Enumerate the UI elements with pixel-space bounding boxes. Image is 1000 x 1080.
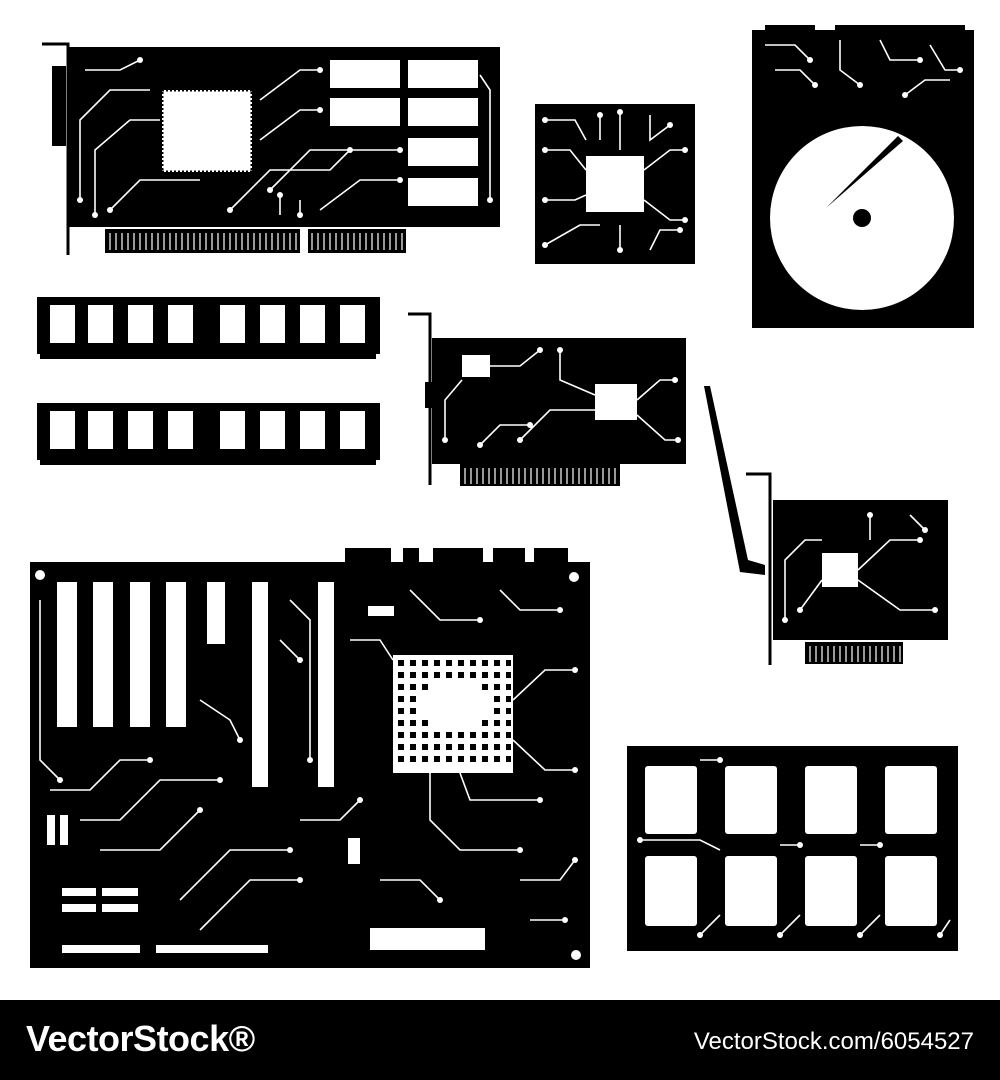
ram-module [37,297,380,359]
wifi-card [704,386,948,665]
watermark-footer: VectorStock® VectorStock.com/6054527 [0,1000,1000,1080]
stock-id: VectorStock.com/6054527 [693,1028,974,1055]
brand-logo[interactable]: VectorStock® [26,1018,255,1059]
motherboard [30,548,590,968]
expansion-slots [57,582,334,787]
graphics-card [42,42,500,255]
expansion-card [408,312,686,486]
spindle [853,209,871,227]
cpu-chip [535,104,695,264]
hardware-illustration [30,25,974,968]
gpu-chip [160,88,254,174]
memory-board [627,746,958,951]
ram-module [37,403,380,465]
read-arm [826,136,903,208]
memory-chips [330,60,478,206]
antenna [704,386,765,575]
cpu-socket [393,655,513,773]
hard-disk-drive [752,25,974,328]
